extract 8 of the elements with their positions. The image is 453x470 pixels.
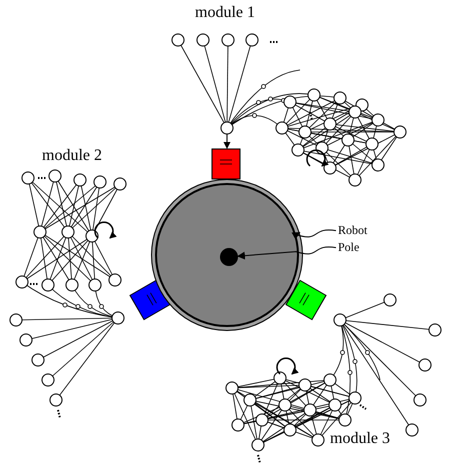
callout-text: Pole bbox=[338, 241, 360, 254]
leader-line bbox=[236, 246, 336, 260]
module-label: module 2 bbox=[42, 147, 102, 165]
callout-text: Robot bbox=[338, 224, 368, 238]
module-label: module 1 bbox=[195, 4, 255, 22]
leader-line bbox=[292, 229, 336, 240]
module-label: module 3 bbox=[330, 430, 390, 448]
pole-marker bbox=[220, 248, 238, 266]
